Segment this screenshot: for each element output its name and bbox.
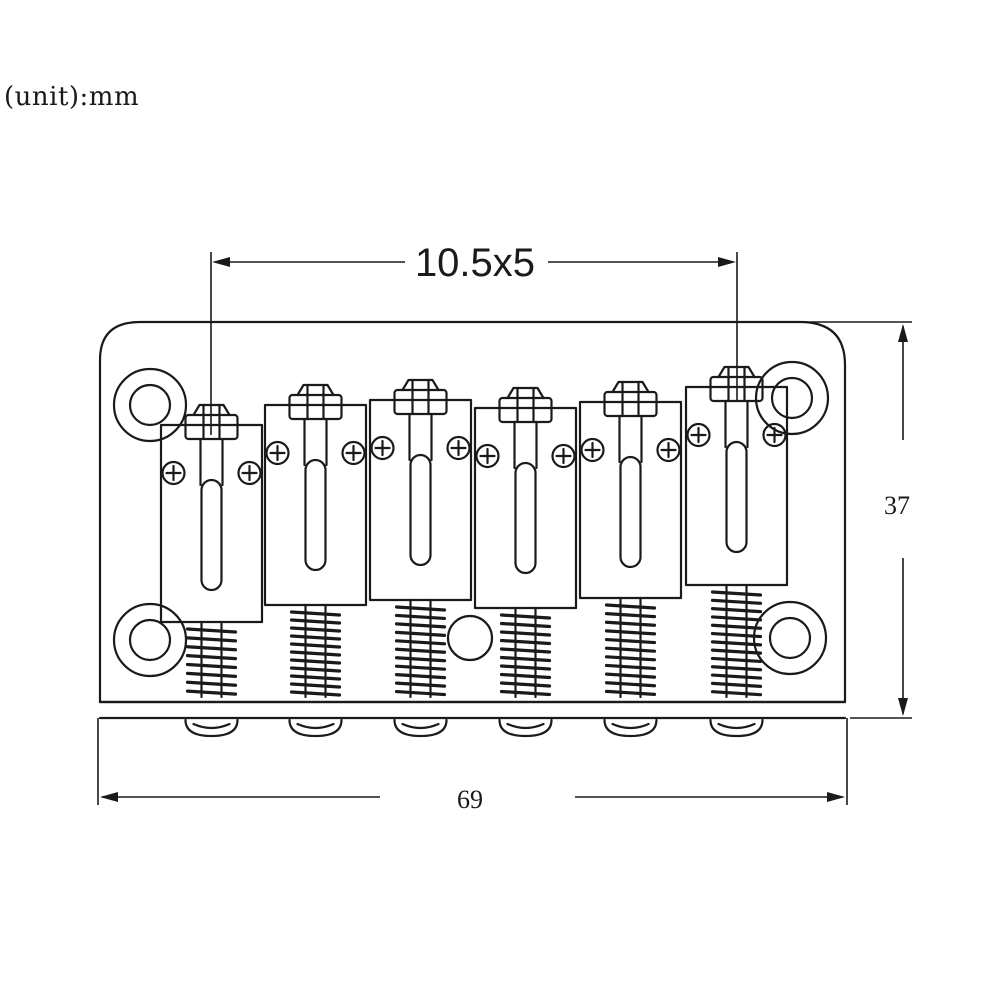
spacing-arrow-left — [212, 257, 230, 267]
height-adjuster — [603, 390, 658, 418]
mounting-hole-bottom-center — [446, 614, 494, 662]
saddle-body — [684, 385, 789, 587]
saddle-screw-icon — [551, 443, 576, 469]
adjuster-top — [506, 386, 545, 400]
height-adjuster — [288, 393, 343, 421]
mounting-hole-top-left — [112, 367, 188, 443]
saddle-spring — [185, 620, 238, 699]
saddle-5 — [578, 380, 683, 738]
saddle-body — [368, 398, 473, 602]
saddle-screw-icon — [237, 460, 262, 486]
width-dimension-label: 69 — [457, 785, 483, 814]
intonation-screw-head — [184, 718, 239, 738]
unit-label: (unit):mm — [4, 82, 140, 112]
width-arrow-left — [100, 792, 118, 802]
mounting-hole-top-right — [754, 360, 830, 436]
intonation-slot — [409, 453, 432, 567]
saddle-1 — [159, 403, 264, 738]
saddle-body — [473, 406, 578, 610]
saddle-screw-icon — [686, 422, 711, 448]
saddle-spring — [710, 583, 763, 699]
spacing-dimension-label: 10.5x5 — [415, 241, 535, 285]
intonation-slot — [725, 440, 748, 554]
base-plate — [98, 320, 847, 704]
saddle-screw-icon — [446, 435, 471, 461]
saddle-spring — [604, 596, 657, 699]
width-arrow-right — [827, 792, 845, 802]
saddle-screw-icon — [265, 440, 290, 466]
saddle-screw-icon — [475, 443, 500, 469]
saddle-body — [578, 400, 683, 600]
height-dimension-label: 37 — [884, 491, 910, 520]
saddle-body — [159, 423, 264, 624]
saddle-3 — [368, 378, 473, 738]
intonation-screw-head — [288, 718, 343, 738]
saddle-2 — [263, 383, 368, 738]
height-adjuster — [498, 396, 553, 424]
saddle-screw-icon — [656, 437, 681, 463]
mounting-hole-bottom-left — [112, 602, 188, 678]
height-arrow-top — [898, 324, 908, 342]
adjuster-top — [296, 383, 335, 397]
saddle-screw-icon — [341, 440, 366, 466]
saddle-4 — [473, 386, 578, 738]
intonation-screw-head — [498, 718, 553, 738]
saddle-spring — [289, 603, 342, 699]
saddle-6 — [684, 365, 789, 738]
intonation-slot — [200, 478, 223, 592]
height-adjuster — [393, 388, 448, 416]
saddle-screw-icon — [580, 437, 605, 463]
saddle-spring — [499, 606, 552, 699]
intonation-screw-head — [393, 718, 448, 738]
adjuster-top — [611, 380, 650, 394]
saddle-body — [263, 403, 368, 607]
mounting-hole-bottom-right — [752, 600, 828, 676]
saddle-spring — [394, 598, 447, 699]
saddle-screw-icon — [762, 422, 787, 448]
saddle-screw-icon — [370, 435, 395, 461]
intonation-slot — [514, 461, 537, 575]
spacing-arrow-right — [718, 257, 736, 267]
adjuster-top — [401, 378, 440, 392]
saddle-screw-icon — [161, 460, 186, 486]
intonation-slot — [304, 458, 327, 572]
height-arrow-bottom — [898, 698, 908, 716]
intonation-screw-head — [709, 718, 764, 738]
intonation-screw-head — [603, 718, 658, 738]
intonation-slot — [619, 455, 642, 569]
